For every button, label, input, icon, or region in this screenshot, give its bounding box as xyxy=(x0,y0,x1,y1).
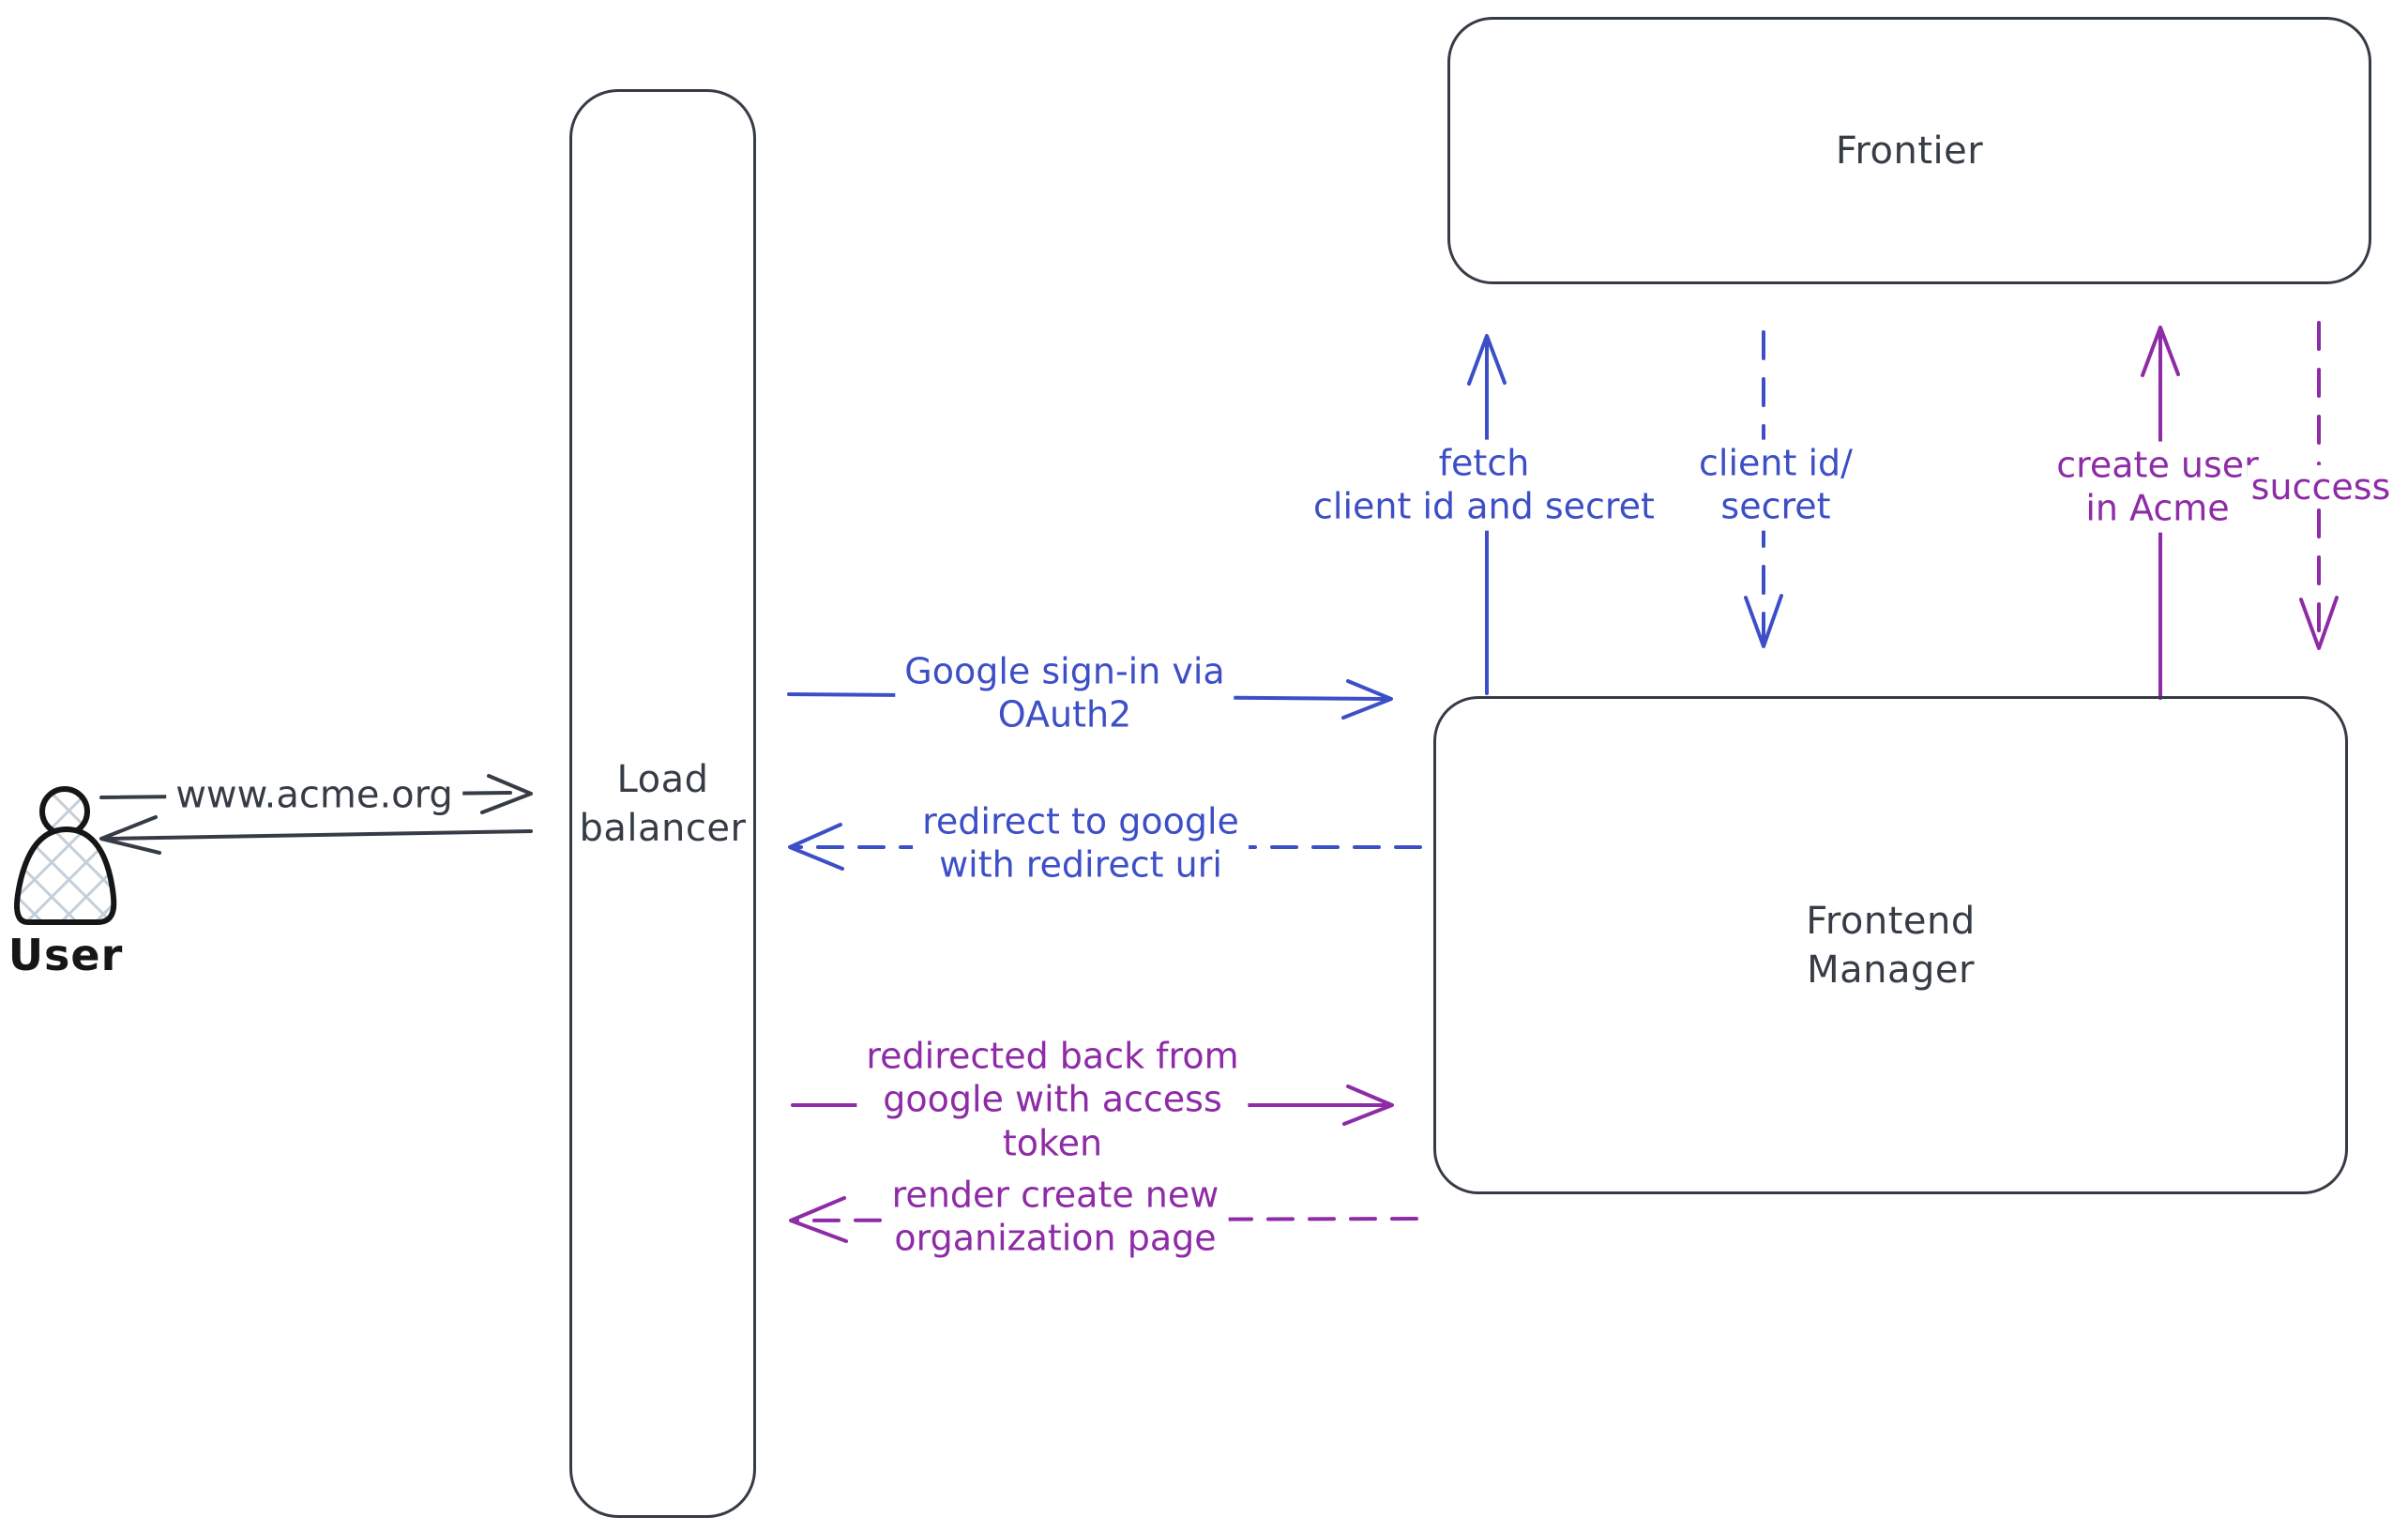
edge-label-client-id-secret: client id/ secret xyxy=(1689,439,1862,531)
node-label-line: Load xyxy=(616,757,709,801)
arrow-head xyxy=(480,774,533,814)
arrow-head xyxy=(2299,596,2339,650)
arrow-head xyxy=(1341,679,1393,720)
node-label-line: Frontend xyxy=(1806,899,1976,943)
edge-label-line: client id and secret xyxy=(1313,486,1655,527)
node-label-line: Frontier xyxy=(1835,129,1984,173)
node-label-line: Manager xyxy=(1807,948,1975,992)
arrow-return-to-user xyxy=(99,815,533,855)
edge-label-line: Google sign-in via xyxy=(904,650,1225,692)
arrow-head xyxy=(1467,334,1507,386)
arrow-head xyxy=(789,1196,848,1243)
edge-label-www-acme: www.acme.org xyxy=(166,770,462,821)
edge-label-line: fetch xyxy=(1438,442,1530,484)
edge-label-redirected-back: redirected back from google with access … xyxy=(856,1032,1249,1167)
node-load-balancer: Load balancer xyxy=(569,89,756,1518)
edge-label-success: success xyxy=(2247,464,2395,509)
edge-label-line: google with access xyxy=(883,1078,1222,1120)
edge-label-line: secret xyxy=(1720,486,1831,527)
edge-label-redirect-to-google: redirect to google with redirect uri xyxy=(913,797,1249,889)
node-frontier: Frontier xyxy=(1447,17,2371,284)
edge-label-google-signin: Google sign-in via OAuth2 xyxy=(895,647,1234,739)
edge-label-line: OAuth2 xyxy=(997,694,1132,736)
node-frontier-label: Frontier xyxy=(1836,127,1983,175)
arrow-head xyxy=(99,815,161,855)
arrow-head xyxy=(788,823,844,871)
edge-label-create-user: create user in Acme xyxy=(2047,441,2268,533)
node-load-balancer-label: Load balancer xyxy=(580,755,747,853)
user-figure-label: User xyxy=(8,930,124,980)
node-label-line: balancer xyxy=(579,806,747,850)
arrow-head xyxy=(1744,594,1783,648)
edge-label-line: success xyxy=(2250,465,2391,508)
edge-label-line: token xyxy=(1002,1122,1103,1164)
edge-label-line: organization page xyxy=(894,1218,1217,1259)
edge-label-line: redirected back from xyxy=(866,1035,1239,1077)
arrow-head xyxy=(1342,1085,1394,1126)
edge-label-line: render create new xyxy=(891,1174,1219,1216)
edge-label-line: redirect to google xyxy=(922,800,1239,842)
edge-label-line: in Acme xyxy=(2085,488,2230,529)
edge-label-line: client id/ xyxy=(1699,442,1853,484)
user-figure xyxy=(14,786,117,925)
edge-label-line: create user xyxy=(2056,444,2259,486)
edge-label-fetch-client: fetch client id and secret xyxy=(1304,439,1664,531)
arrow-head xyxy=(2141,326,2180,377)
edge-label-render-create: render create new organization page xyxy=(882,1171,1229,1263)
arrow-shaft xyxy=(103,829,533,841)
edge-label-line: with redirect uri xyxy=(939,844,1222,886)
edge-label-line: www.acme.org xyxy=(175,773,453,817)
user-body xyxy=(14,827,117,925)
node-frontend-manager-label: Frontend Manager xyxy=(1806,897,1976,994)
node-frontend-manager: Frontend Manager xyxy=(1433,696,2348,1194)
